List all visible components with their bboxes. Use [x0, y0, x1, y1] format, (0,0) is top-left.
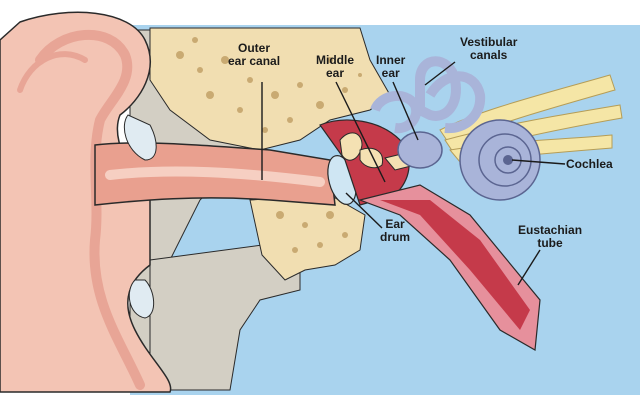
pinna-inner-shadow: [17, 51, 88, 93]
vestibular-canal-2: [425, 71, 486, 134]
inner-ear: [370, 56, 541, 201]
cochlea-mid: [478, 133, 532, 187]
bone-texture: [176, 37, 362, 253]
cartilage-upper: [123, 114, 157, 161]
cochlea-outer: [459, 119, 541, 201]
pinna-fold: [35, 29, 145, 390]
vestibule: [397, 131, 443, 169]
leader-middle-ear: [335, 81, 386, 183]
leader-inner-ear: [392, 81, 419, 141]
vestibular-canal-3: [370, 91, 422, 134]
canal-highlight: [105, 166, 325, 187]
label-cochlea: Cochlea: [566, 157, 613, 171]
eustachian-tube-inner: [380, 200, 530, 330]
ossicles: [339, 132, 416, 171]
leader-ear-drum: [345, 192, 383, 229]
leader-vestibular-canals: [424, 61, 456, 86]
cartilage-lower: [128, 279, 155, 319]
leader-lines: [261, 61, 566, 286]
leader-eustachian-tube: [517, 249, 541, 286]
leader-cochlea: [511, 159, 566, 165]
eustachian-tube: [357, 184, 541, 351]
cochlea-core: [503, 155, 513, 165]
